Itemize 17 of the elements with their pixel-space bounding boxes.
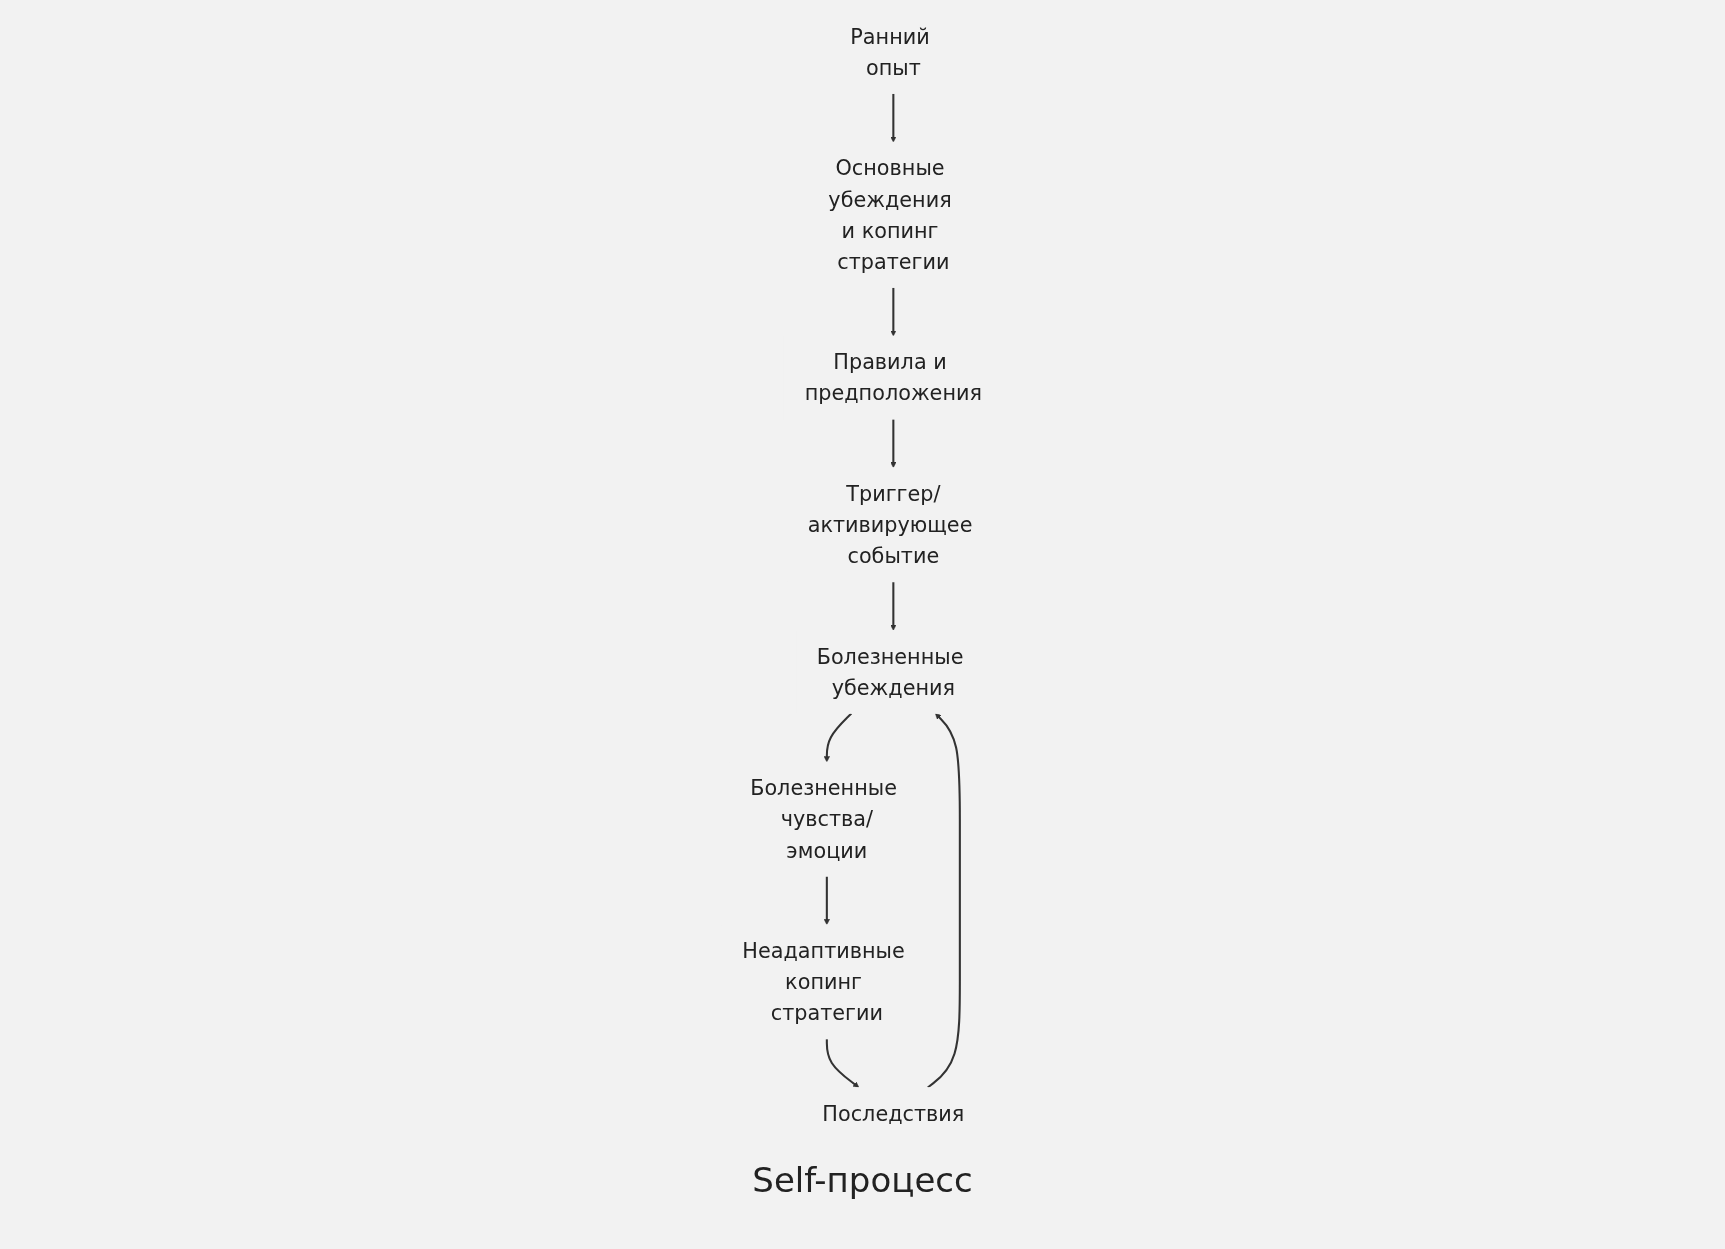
- arrow: [890, 93, 897, 143]
- node-text: Болезненные чувства/эмоции: [750, 775, 898, 863]
- arrow: [826, 1039, 860, 1088]
- node-text: Триггер/активирующее событие: [808, 481, 973, 569]
- node-text: Правила и предположения: [805, 349, 983, 406]
- node-text: Неадаптивные копинг стратегии: [742, 938, 906, 1026]
- arrow: [890, 419, 897, 468]
- node-text: Ранний опыт: [850, 24, 931, 80]
- arrow: [890, 287, 897, 337]
- arrow: [824, 712, 853, 763]
- node-text: Болезненные убеждения: [816, 644, 964, 700]
- center-label: Self-процесс: [752, 1160, 973, 1200]
- arrow: [824, 876, 831, 925]
- node-text: Основные убеждения и копинг стратегии: [828, 155, 953, 274]
- arrow: [890, 581, 897, 631]
- node-text: Последствия: [822, 1101, 965, 1126]
- arrow: [927, 713, 962, 1089]
